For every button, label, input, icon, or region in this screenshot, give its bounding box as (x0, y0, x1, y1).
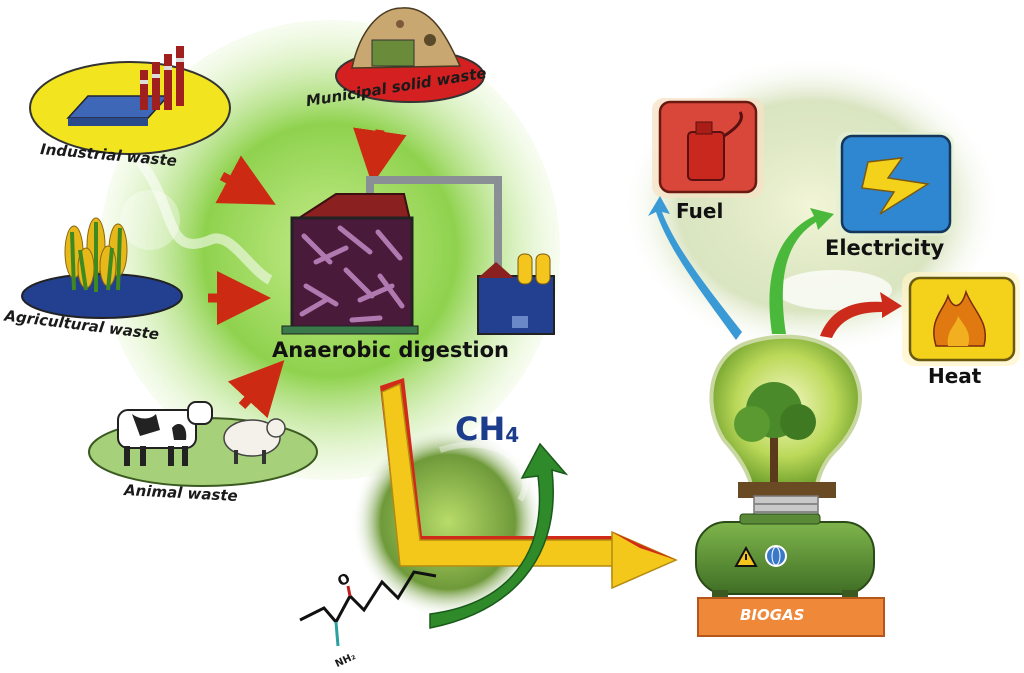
sphere-bubble (120, 190, 180, 250)
warning-icon (734, 545, 758, 567)
biogas-plate (697, 597, 885, 637)
arrow-municipal (353, 127, 407, 185)
ch4-subscript: 4 (505, 423, 520, 447)
garbage-pile-icon (335, 7, 485, 103)
label-ch4: CH4 (455, 410, 519, 448)
label-heat: Heat (928, 364, 982, 388)
clouds (776, 270, 892, 310)
light-bulb-tree-icon (709, 334, 863, 521)
arrow-industrial (215, 155, 276, 205)
label-biogas: BIOGAS (740, 606, 805, 624)
digester-tank-icon (281, 176, 502, 335)
globe-icon (765, 545, 787, 567)
sphere-splash (126, 146, 273, 285)
ch4-main: CH (455, 410, 506, 448)
molecule-o: O (335, 570, 353, 590)
swirl-arrow (429, 442, 569, 629)
globe-highlight (439, 441, 529, 502)
flame-icon (902, 272, 1020, 366)
arrow-to-electricity (769, 208, 834, 334)
sheep-icon (223, 418, 286, 464)
factory-icon (29, 46, 231, 155)
lightning-bolt-icon (836, 132, 954, 236)
pipeline-arrow (380, 378, 678, 590)
gas-cylinders-icon (477, 253, 555, 335)
arrow-to-heat (820, 292, 902, 338)
corn-crop-icon (21, 217, 183, 319)
fuel-can-icon (652, 98, 764, 198)
label-anaerobic-digestion: Anaerobic digestion (272, 338, 510, 362)
label-electricity: Electricity (825, 236, 945, 260)
arrow-animal (227, 360, 285, 419)
arrow-to-fuel (648, 196, 742, 340)
input-arrows (208, 127, 407, 419)
label-fuel: Fuel (676, 199, 724, 223)
molecule-icon (299, 570, 437, 647)
small-globe (352, 426, 544, 618)
